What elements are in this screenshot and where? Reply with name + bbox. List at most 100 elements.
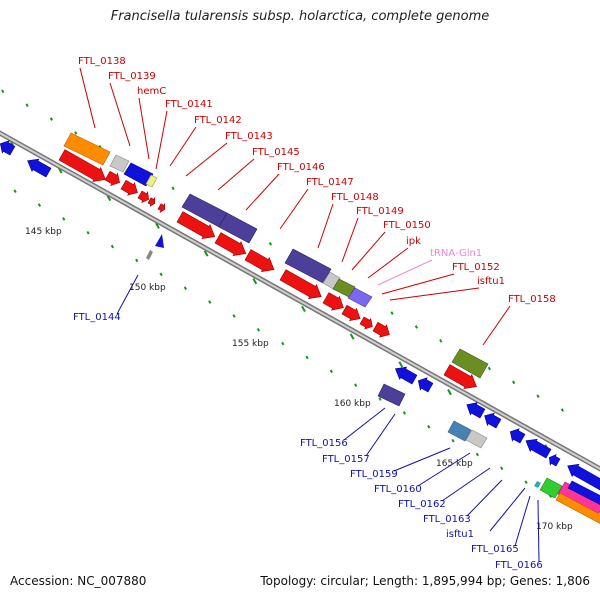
gene-label[interactable]: tRNA-Gln1 — [430, 248, 482, 259]
leader-line — [116, 274, 139, 315]
gene-label[interactable]: FTL_0141 — [165, 99, 213, 110]
feature-FTL_0141[interactable] — [145, 174, 158, 188]
lower-labels: FTL_0144FTL_0156FTL_0157FTL_0159FTL_0160… — [73, 312, 543, 571]
gene-label[interactable]: FTL_0150 — [383, 220, 431, 231]
forward-arrow-2[interactable] — [120, 179, 138, 196]
tick-dot — [427, 424, 431, 429]
gene-label[interactable]: FTL_0157 — [322, 454, 370, 465]
reverse-arrow-3[interactable] — [417, 377, 434, 393]
gene-label[interactable]: FTL_0142 — [194, 115, 242, 126]
feature-FTL_0139[interactable] — [109, 154, 130, 173]
gene-label[interactable]: FTL_0163 — [423, 514, 471, 525]
reverse-arrow-8[interactable] — [548, 453, 561, 467]
leader-line — [367, 247, 409, 279]
gene-label[interactable]: FTL_0152 — [452, 262, 500, 273]
gene-label[interactable]: hemC — [137, 86, 166, 97]
tick-dot — [329, 369, 334, 374]
forward-arrow-8[interactable] — [244, 249, 275, 272]
feature-isftu1-lower[interactable] — [534, 481, 541, 488]
reverse-arrow-0[interactable] — [0, 140, 16, 156]
feature-FTL_0150[interactable] — [347, 287, 373, 308]
gene-label[interactable]: FTL_0144 — [73, 312, 121, 323]
feature-FTL_0160[interactable] — [465, 429, 488, 449]
feature-FTL_0148[interactable] — [322, 271, 341, 290]
reverse-arrow-9[interactable] — [567, 463, 600, 491]
feature-hemC[interactable] — [123, 162, 154, 187]
gene-label[interactable]: FTL_0138 — [78, 56, 126, 67]
feature-FTL_0156[interactable] — [377, 383, 406, 407]
gene-label[interactable]: ipk — [406, 236, 421, 247]
forward-arrow-9[interactable] — [279, 269, 322, 299]
forward-arrow-0[interactable] — [58, 149, 106, 182]
reverse-arrow-1[interactable] — [27, 158, 52, 178]
leader-line — [351, 231, 386, 271]
feature-FTL_0159[interactable] — [447, 420, 472, 442]
gene-label[interactable]: FTL_0160 — [374, 484, 422, 495]
feature-FTL_0166[interactable] — [567, 480, 600, 505]
forward-arrow-1[interactable] — [104, 170, 120, 187]
leader-line — [155, 110, 168, 170]
tick-dot — [398, 361, 404, 368]
tick-dot — [305, 355, 309, 360]
gene-label[interactable]: FTL_0149 — [356, 206, 404, 217]
leader-line — [109, 82, 131, 147]
reverse-arrow-4[interactable] — [466, 402, 486, 419]
feature-FTL_0144[interactable] — [155, 234, 164, 248]
leader-line — [466, 479, 503, 517]
reverse-arrow-5[interactable] — [484, 412, 502, 429]
forward-arrow-11[interactable] — [341, 304, 361, 322]
forward-arrow-14[interactable] — [443, 364, 477, 389]
gene-label[interactable]: FTL_0156 — [300, 438, 348, 449]
leader-line — [169, 126, 197, 167]
feature-small-gray[interactable] — [146, 250, 153, 260]
gene-label[interactable]: FTL_0162 — [398, 499, 446, 510]
feature-orange-lower[interactable] — [555, 492, 600, 524]
tick-dot — [49, 117, 54, 121]
gene-label[interactable]: isftu1 — [446, 529, 474, 540]
forward-arrow-6[interactable] — [176, 211, 216, 239]
feature-FTL_0163[interactable] — [539, 477, 563, 499]
forward-arrow-3[interactable] — [137, 190, 150, 204]
feature-FTL_0158[interactable] — [451, 348, 489, 379]
reverse-arrow-6[interactable] — [509, 428, 526, 444]
feature-FTL_0149[interactable] — [332, 278, 356, 298]
gene-label[interactable]: FTL_0145 — [252, 147, 300, 158]
tick-dot — [203, 250, 209, 257]
forward-arrow-7[interactable] — [214, 232, 247, 256]
feature-FTL_0138[interactable] — [63, 132, 111, 166]
gene-label[interactable]: FTL_0166 — [495, 560, 543, 571]
forward-arrow-4[interactable] — [147, 196, 156, 207]
feature-FTL_0147[interactable] — [284, 248, 332, 284]
gene-label[interactable]: FTL_0147 — [306, 177, 354, 188]
scale-tick-label: 150 kbp — [129, 283, 166, 293]
gene-label[interactable]: FTL_0143 — [225, 131, 273, 142]
reverse-arrow-2[interactable] — [394, 366, 418, 385]
leader-line — [514, 495, 531, 547]
leader-line — [441, 467, 491, 502]
feature-FTL_0145[interactable] — [218, 212, 258, 244]
forward-arrow-10[interactable] — [322, 292, 344, 311]
tick-dot — [232, 314, 236, 318]
gene-label[interactable]: FTL_0159 — [350, 469, 398, 480]
gene-label[interactable]: FTL_0139 — [108, 71, 156, 82]
gene-label[interactable]: FTL_0148 — [331, 192, 379, 203]
forward-arrow-5[interactable] — [157, 202, 166, 213]
gene-label[interactable]: FTL_0165 — [471, 544, 519, 555]
forward-arrow-12[interactable] — [359, 316, 373, 330]
leader-lines — [79, 67, 540, 563]
gene-label[interactable]: isftu1 — [477, 276, 505, 287]
gene-label[interactable]: FTL_0146 — [277, 162, 325, 173]
scale-tick-label: 165 kbp — [436, 459, 473, 469]
gene-label[interactable]: FTL_0158 — [508, 294, 556, 305]
tick-dot — [451, 438, 455, 443]
forward-arrow-13[interactable] — [372, 321, 390, 338]
tick-dot — [402, 411, 407, 415]
tick-dot — [378, 397, 382, 401]
tick-dot — [560, 408, 565, 412]
backbone — [0, 130, 600, 472]
reverse-arrow-7[interactable] — [525, 438, 552, 459]
tick-dot — [475, 452, 480, 457]
